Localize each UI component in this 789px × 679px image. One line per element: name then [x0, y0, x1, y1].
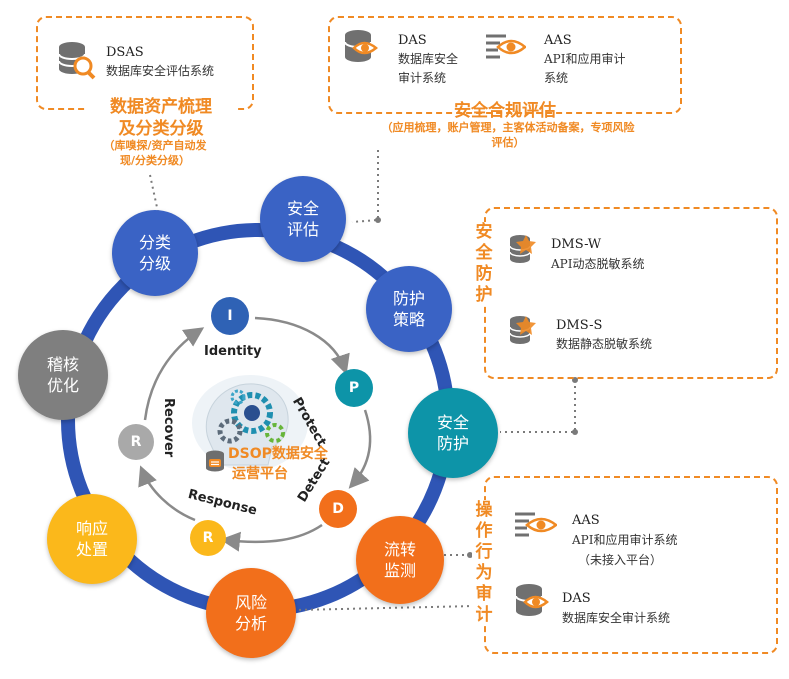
dsas-title-line1: 数据资产梳理 — [86, 92, 236, 117]
connector-protection — [500, 380, 576, 433]
compliance-aas-desc-line2: 系统 — [544, 71, 569, 85]
audit-title: 操作行为审计 — [472, 500, 496, 626]
dmsw-desc: API动态脱敏系统 — [551, 257, 645, 271]
ring-node-analysis: 风险 分析 — [206, 568, 296, 658]
cycle-node-p: P — [335, 369, 373, 407]
dsas-name: DSAS — [106, 45, 144, 60]
connector-dsas — [149, 174, 159, 213]
dsas-sub-line1: （库嗅探/资产自动发 — [103, 139, 207, 152]
ring-node-optimize: 稽核 优化 — [18, 330, 108, 420]
compliance-box — [328, 16, 682, 114]
audit-app-eye-icon — [513, 508, 557, 542]
protection-title: 安全防护 — [472, 222, 496, 306]
database-eye-icon — [342, 28, 382, 68]
ring-node-assess: 安全 评估 — [260, 176, 346, 262]
cycle-node-r-recover: R — [118, 424, 154, 460]
cycle-node-d: D — [319, 490, 357, 528]
compliance-das-desc-line2: 审计系统 — [398, 71, 447, 85]
cycle-node-i: I — [211, 297, 249, 335]
platform-name-line1: DSOP数据安全 — [228, 446, 328, 462]
compliance-title: 安全合规评估 — [454, 101, 556, 121]
dmsw-name: DMS-W — [551, 237, 602, 252]
cycle-arrow-p-to-d — [348, 409, 372, 489]
database-search-icon — [56, 40, 96, 80]
audit-das-desc: 数据库安全审计系统 — [562, 611, 671, 625]
dsas-desc: 数据库安全评估系统 — [106, 64, 215, 78]
audit-das-name: DAS — [562, 591, 591, 606]
compliance-aas-desc-line1: API和应用审计 — [544, 52, 626, 66]
connector-compliance — [351, 150, 379, 223]
dmss-name: DMS-S — [556, 318, 603, 333]
platform-illustration — [190, 373, 310, 473]
masking-db-icon-w — [508, 233, 538, 267]
ring-node-protect: 安全 防护 — [408, 388, 498, 478]
audit-aas-desc-line1: API和应用审计系统 — [572, 533, 678, 547]
cycle-arrow-r-to-r — [138, 465, 196, 522]
cycle-label-identity: Identity — [204, 344, 262, 359]
platform-db-icon — [205, 450, 225, 472]
audit-aas-desc-line2: （未接入平台） — [578, 553, 663, 567]
dsas-sub-line2: 现/分类分级） — [119, 154, 191, 167]
dmss-desc: 数据静态脱敏系统 — [556, 337, 653, 351]
audit-database-eye-icon — [513, 582, 553, 622]
ring-node-classify: 分类 分级 — [112, 210, 198, 296]
compliance-sub-line2: 评估） — [491, 136, 525, 149]
cycle-arrow-r-to-i — [143, 327, 205, 421]
cycle-arrow-d-to-r — [220, 523, 323, 552]
ring-node-monitor: 流转 监测 — [356, 516, 444, 604]
audit-aas-name: AAS — [572, 513, 600, 528]
connector-audit-2 — [295, 605, 476, 611]
platform-name-line2: 运营平台 — [232, 466, 288, 482]
ring-node-response: 响应 处置 — [47, 494, 137, 584]
app-audit-eye-icon — [484, 30, 526, 64]
compliance-sub-line1: （应用梳理，账户管理，主客体活动备案，专项风险 — [381, 121, 635, 134]
compliance-das-desc-line1: 数据库安全 — [398, 52, 459, 66]
cycle-arrow-i-to-p — [254, 316, 350, 375]
compliance-aas-name: AAS — [544, 33, 572, 48]
cycle-node-r-response: R — [190, 520, 226, 556]
dsas-title-line2: 及分类分级 — [118, 119, 204, 139]
compliance-das-name: DAS — [398, 33, 427, 48]
ring-node-strategy: 防护 策略 — [366, 266, 452, 352]
cycle-label-recover: Recover — [161, 398, 176, 458]
masking-db-icon-s — [508, 314, 538, 348]
